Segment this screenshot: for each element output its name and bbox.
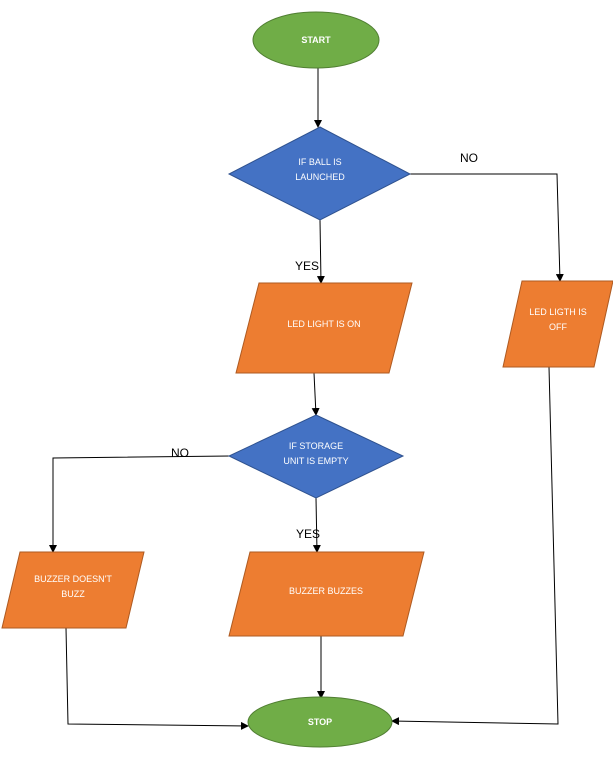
storage-decision-label-line-2: UNIT IS EMPTY [283,456,348,466]
buzzer-no-io-shape [1,551,145,629]
ball-decision-node: IF BALL IS LAUNCHED [227,126,412,221]
nodes: START IF BALL IS LAUNCHED LED LIGHT IS O… [1,11,613,748]
buzzer-yes-node: BUZZER BUZZES [228,551,425,637]
edge-led-on-to-storage-decision [311,372,320,416]
buzzer-yes-label: BUZZER BUZZES [289,586,363,596]
edge-label-storage-yes: YES [296,527,320,541]
storage-decision-node: IF STORAGE UNIT IS EMPTY [227,414,405,499]
buzzer-no-label-line-1: BUZZER DOESN'T [34,574,112,584]
led-on-io-shape [235,282,413,374]
start-label: START [301,35,331,45]
start-node: START [252,11,380,69]
storage-decision-shape [227,414,405,499]
edge-label-storage-no: NO [171,446,189,460]
ball-decision-shape [227,126,412,221]
led-off-label-line-1: LED LIGTH IS [529,307,587,317]
ball-decision-label-line-1: IF BALL IS [298,157,341,167]
edge-label-ball-yes: YES [295,259,319,273]
stop-terminal-shape [247,696,393,748]
ball-decision-label-line-2: LAUNCHED [295,172,345,182]
edge-storage-decision-no-to-buzzer-no [49,455,231,553]
start-terminal-shape [252,11,380,69]
led-off-label-line-2: OFF [549,322,567,332]
buzzer-no-node: BUZZER DOESN'T BUZZ [1,551,145,629]
edge-ball-decision-yes-to-led-on [316,219,325,284]
buzzer-yes-io-shape [228,551,425,637]
stop-node: STOP [247,696,393,748]
storage-decision-label-line-1: IF STORAGE [289,441,343,451]
edge-storage-decision-yes-to-buzzer-yes [312,497,321,553]
edges [49,68,564,730]
edge-ball-decision-no-to-led-off [410,173,564,282]
edge-buzzer-no-to-stop [65,627,249,730]
edge-labels: NO YES NO YES [171,151,478,541]
edge-label-ball-no: NO [460,151,478,165]
led-off-node: LED LIGTH IS OFF [502,280,613,368]
led-off-io-shape [502,280,613,368]
led-on-label: LED LIGHT IS ON [287,319,360,329]
led-on-node: LED LIGHT IS ON [235,282,413,374]
edge-led-off-to-stop [391,366,559,726]
buzzer-no-label-line-2: BUZZ [61,589,85,599]
stop-label: STOP [308,717,332,727]
